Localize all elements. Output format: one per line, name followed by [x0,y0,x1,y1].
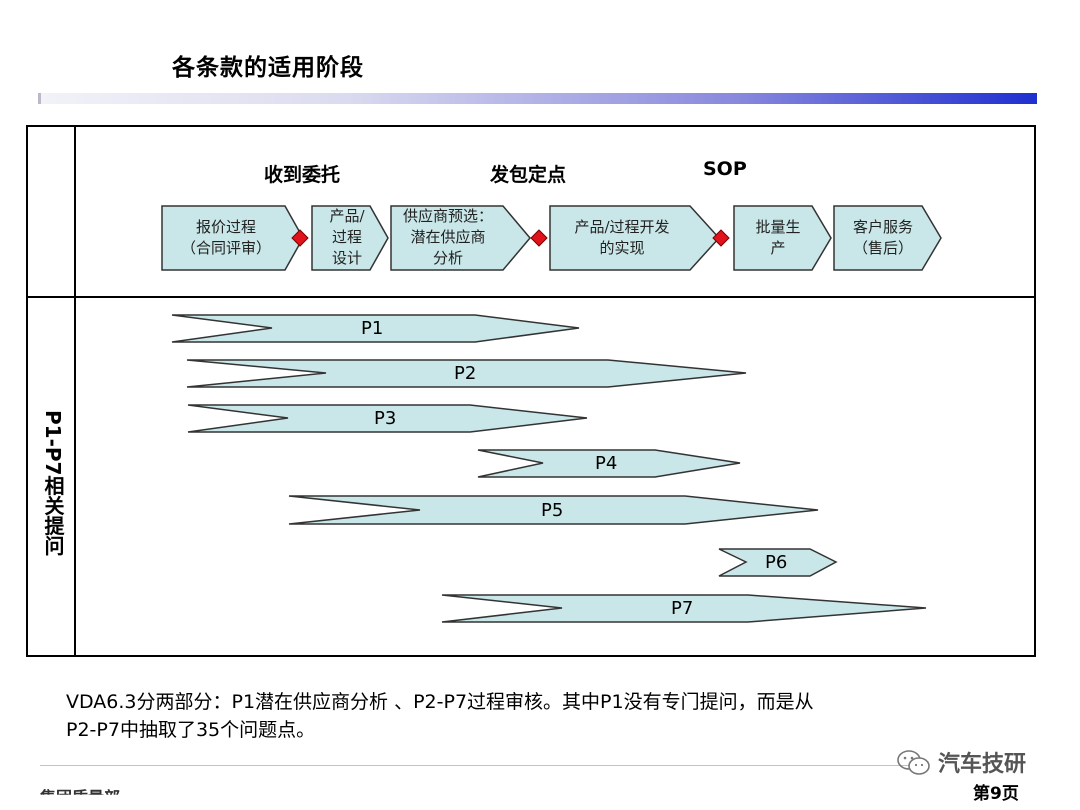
phase-label-p4: P4 [595,453,618,474]
footnote: VDA6.3分两部分：P1潜在供应商分析 、P2-P7过程审核。其中P1没有专门… [66,688,1026,744]
process-step-supplier-line-3: 分析 [432,249,463,267]
process-step-quotation-line-1: 报价过程 [195,218,256,236]
phase-label-p1: P1 [361,318,384,339]
footer-divider [40,765,920,766]
process-step-series-production [733,205,832,271]
phase-arrow-p3 [187,404,588,433]
process-step-design-text: 产品/ 过程 设计 [316,206,378,269]
phase-arrow-p6 [718,548,838,577]
footnote-line-2: P2-P7中抽取了35个问题点。 [66,719,316,741]
phase-arrow-p2 [186,359,747,388]
phase-label-p2: P2 [454,363,477,384]
page-number: 第9页 [973,784,1019,804]
process-step-development-line-1: 产品/过程开发 [574,218,670,236]
title-underline-edge [38,93,41,104]
footer-department: 集团质量部 [40,788,121,807]
phase-arrow-p1 [171,314,580,343]
phase-arrow-p7 [441,594,927,623]
process-step-design [311,205,389,271]
slide-title: 各条款的适用阶段 [172,55,364,81]
process-step-series-line-1: 批量生 [755,218,801,236]
process-step-development-text: 产品/过程开发 的实现 [556,217,688,259]
milestone-diamond-1 [291,229,309,247]
title-underline-bar [38,93,1037,104]
watermark-text: 汽车技研 [938,752,1027,777]
frame-divider-vertical [74,125,76,657]
process-step-customer-service-text: 客户服务 （售后） [838,217,928,259]
milestone-order-received: 收到委托 [264,164,341,186]
process-step-development-line-2: 的实现 [599,239,645,257]
process-step-series-production-text: 批量生 产 [740,217,816,259]
phase-label-p6: P6 [765,552,788,573]
milestone-diamond-3 [712,229,730,247]
milestone-diamond-2 [530,229,548,247]
process-step-quotation [161,205,304,271]
process-step-quotation-text: 报价过程 （合同评审） [166,217,286,259]
milestone-sop: SOP [703,158,747,180]
wechat-icon [897,750,930,775]
process-step-series-line-2: 产 [770,239,786,257]
process-step-customer-service [833,205,942,271]
phase-label-p7: P7 [671,598,694,619]
process-step-quotation-line-2: （合同评审） [180,239,271,257]
process-step-supplier-preselection [390,205,531,271]
diagram-frame [26,125,1036,657]
frame-divider-horizontal [26,296,1036,298]
process-step-development [549,205,721,271]
process-step-customer-line-2: （售后） [852,239,913,257]
footnote-line-1: VDA6.3分两部分：P1潜在供应商分析 、P2-P7过程审核。其中P1没有专门… [66,691,814,713]
milestone-nomination: 发包定点 [490,164,567,186]
process-step-supplier-line-2: 潜在供应商 [410,228,486,246]
phase-label-p5: P5 [541,500,564,521]
process-step-design-line-3: 设计 [331,249,362,267]
side-label-p1-p7: P1-P7相关提问 [41,410,65,556]
process-step-design-line-1: 产品/ [329,207,365,225]
process-step-supplier-line-1: 供应商预选： [402,207,493,225]
phase-label-p3: P3 [374,408,397,429]
process-step-supplier-preselection-text: 供应商预选： 潜在供应商 分析 [393,206,503,269]
process-step-design-line-2: 过程 [331,228,362,246]
phase-arrow-p4 [477,449,741,478]
phase-arrow-p5 [288,495,819,525]
process-step-customer-line-1: 客户服务 [852,218,913,236]
